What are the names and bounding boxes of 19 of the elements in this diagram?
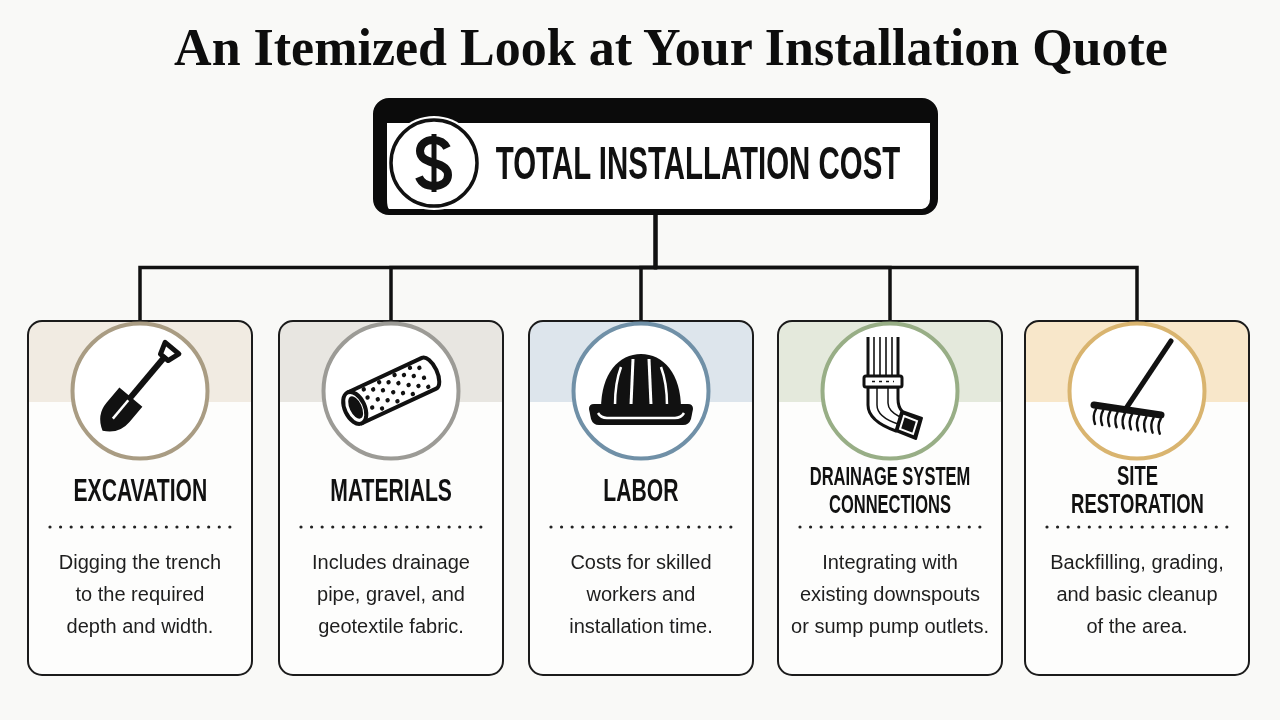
banner-heading: TOTAL INSTALLATION COST	[496, 140, 901, 186]
diagram-title: An Itemized Look at Your Installation Quote	[174, 18, 1168, 78]
card-heading: LABOR	[603, 476, 679, 504]
card-heading: MATERIALS	[330, 476, 452, 504]
cost-card	[777, 320, 1003, 676]
connector-line	[653, 215, 1139, 320]
total-cost-banner	[373, 98, 938, 215]
card-description: Integrating with existing downspouts or sump pump outlets.	[790, 550, 990, 639]
cost-card	[1024, 320, 1250, 676]
cost-card	[528, 320, 754, 676]
card-heading: DRAINAGE SYSTEM CONNECTIONS	[808, 462, 972, 518]
card-description: Costs for skilled workers and installation time.	[568, 550, 714, 639]
card-heading: EXCAVATION	[73, 476, 207, 504]
card-description: Backfilling, grading, and basic cleanup of the area.	[1049, 550, 1225, 639]
card-description: Includes drainage pipe, gravel, and geotextile fabric.	[311, 550, 471, 639]
cost-card	[278, 320, 504, 676]
card-heading: SITE RESTORATION	[1069, 462, 1205, 518]
cost-card	[27, 320, 253, 676]
card-description: Digging the trench to the required depth and width.	[57, 550, 223, 639]
